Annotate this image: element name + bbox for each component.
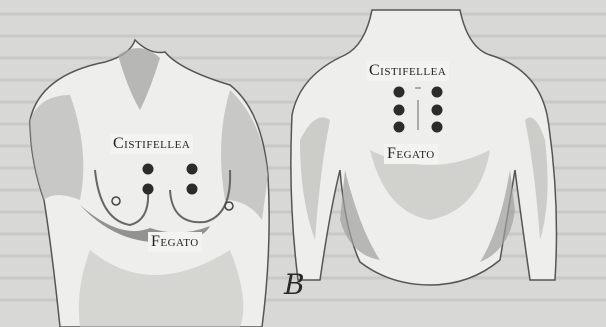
acupoint [432,105,443,116]
acupoint [394,87,405,98]
acupoint [187,164,198,175]
acupoint [143,184,154,195]
acupoint [432,87,443,98]
left-label-fegato: Fegato [148,232,202,252]
acupoint [394,105,405,116]
right-label-cistifellea: Cistifellea [366,61,449,81]
right-label-fegato: Fegato [384,144,438,164]
left-label-cistifellea: Cistifellea [110,134,193,154]
figure-letter: B [284,268,305,301]
acupoint [432,122,443,133]
acupoint [143,164,154,175]
left-torso-front [30,40,269,327]
acupoint [187,184,198,195]
acupoint [394,122,405,133]
